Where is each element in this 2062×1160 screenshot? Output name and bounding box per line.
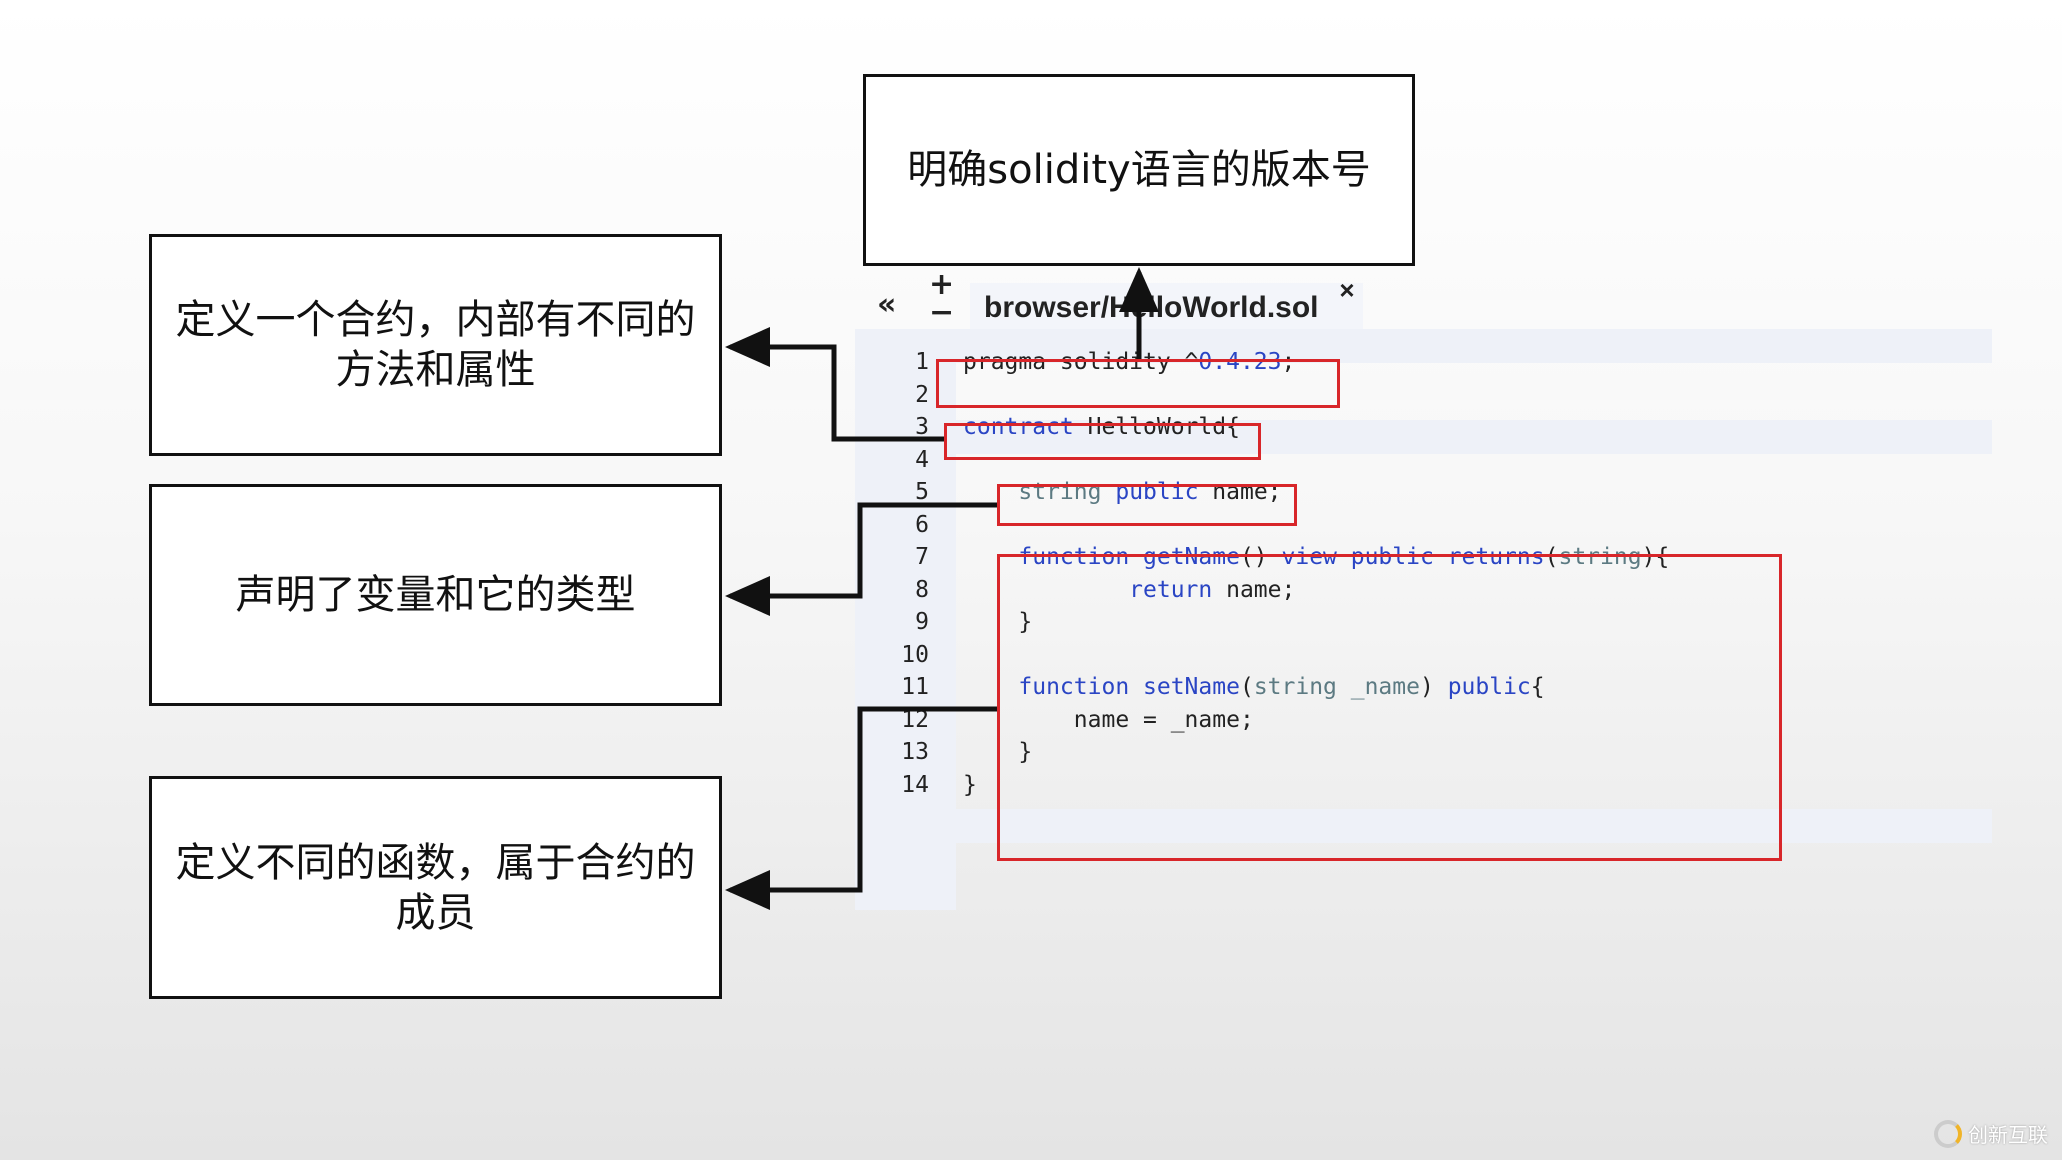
- line-number: 8: [915, 576, 929, 603]
- line-number: 1: [915, 349, 929, 375]
- code-line: return name;: [963, 574, 1295, 606]
- line-number: 14: [901, 771, 929, 798]
- line-number: 6: [915, 511, 929, 538]
- watermark-text: 创新互联: [1968, 1123, 2048, 1147]
- annotation-functions: 定义不同的函数，属于合约的成员: [149, 776, 722, 999]
- code-token: public: [1447, 674, 1531, 700]
- annotation-version: 明确solidity语言的版本号: [863, 74, 1415, 266]
- line-number: 11: [901, 674, 929, 700]
- line-number: 9: [915, 609, 929, 635]
- code-area[interactable]: pragma solidity ^0.4.23; contract HelloWo…: [956, 329, 1992, 910]
- code-token: name;: [1212, 576, 1296, 603]
- close-icon[interactable]: ×: [1339, 275, 1355, 305]
- code-line: pragma solidity ^0.4.23;: [963, 346, 1295, 378]
- code-token: string: [1018, 479, 1102, 505]
- code-line: }: [963, 769, 977, 801]
- code-token: (: [1544, 544, 1559, 570]
- code-token: return: [1129, 576, 1213, 603]
- code-token: }: [963, 739, 1033, 765]
- arrow-contract: [725, 327, 944, 442]
- code-token: HelloWorld{: [1073, 414, 1240, 440]
- line-number: 13: [901, 739, 929, 765]
- annotation-functions-text: 定义不同的函数，属于合约的成员: [175, 839, 696, 936]
- collapse-icon[interactable]: «: [877, 287, 897, 322]
- watermark-logo-icon: [1934, 1119, 1962, 1148]
- zoom-in-icon[interactable]: +: [929, 267, 955, 302]
- code-token: ){: [1641, 544, 1670, 570]
- code-token: ;: [1281, 349, 1296, 375]
- line-number: 4: [915, 446, 929, 473]
- code-token: (: [1239, 674, 1254, 700]
- annotation-contract: 定义一个合约，内部有不同的方法和属性: [149, 234, 722, 456]
- highlight-contract: [944, 423, 1261, 460]
- highlight-functions: [997, 554, 1782, 861]
- arrow-variable: [725, 502, 997, 616]
- code-token: }: [963, 771, 977, 798]
- code-token: view public returns: [1281, 544, 1545, 570]
- code-line: contract HelloWorld{: [963, 411, 1240, 443]
- line-number: 10: [901, 641, 929, 668]
- code-token: {: [1530, 674, 1545, 700]
- code-line: function setName(string _name) public{: [963, 671, 1545, 703]
- code-line: name = _name;: [963, 704, 1254, 736]
- code-token: 0.4.23: [1198, 349, 1282, 375]
- code-token: public: [1115, 479, 1199, 505]
- line-number: 7: [915, 544, 929, 570]
- code-token: (): [1239, 544, 1282, 570]
- code-token: function getName: [1018, 544, 1240, 570]
- code-token: name = _name;: [963, 706, 1254, 733]
- code-line: }: [963, 736, 1032, 768]
- annotation-version-text: 明确solidity语言的版本号: [907, 147, 1371, 193]
- line-band: [956, 809, 1992, 843]
- code-token: pragma solidity ^: [963, 349, 1199, 375]
- annotation-variable-text: 声明了变量和它的类型: [235, 572, 636, 618]
- code-token: ): [1419, 674, 1448, 700]
- zoom-out-icon[interactable]: −: [929, 295, 955, 330]
- annotation-variable: 声明了变量和它的类型: [149, 484, 722, 706]
- line-number: 5: [915, 479, 929, 505]
- code-token: }: [963, 609, 1033, 635]
- code-token: contract: [963, 414, 1074, 440]
- highlight-variable: [997, 484, 1297, 526]
- annotation-contract-text: 定义一个合约，内部有不同的方法和属性: [175, 297, 696, 393]
- code-token: string _name: [1253, 674, 1420, 700]
- highlight-pragma: [936, 359, 1340, 408]
- active-line-band: [956, 329, 1992, 363]
- code-line: function getName() view public returns(s…: [963, 541, 1669, 573]
- code-line: }: [963, 606, 1032, 638]
- watermark: 创新互联: [1934, 1119, 2048, 1148]
- code-token: function setName: [1018, 674, 1240, 700]
- code-token: string: [1558, 544, 1642, 570]
- line-number: 2: [915, 381, 929, 408]
- line-number: 3: [915, 414, 929, 440]
- arrow-functions: [725, 706, 997, 910]
- code-line: string public name;: [963, 476, 1282, 508]
- code-token: name;: [1198, 479, 1282, 505]
